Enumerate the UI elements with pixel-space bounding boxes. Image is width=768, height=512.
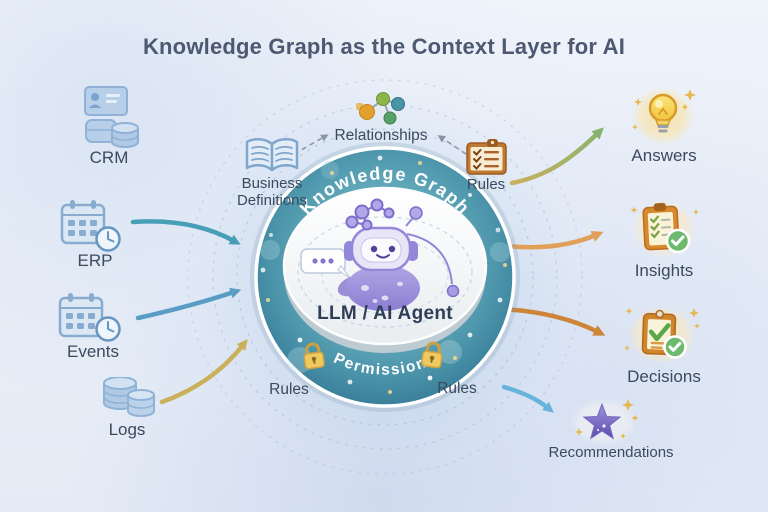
logs-icon	[103, 377, 155, 417]
lightbulb-icon	[632, 87, 696, 145]
source-label-logs: Logs	[108, 420, 146, 439]
padlock-left-icon	[303, 342, 325, 370]
arrow-logs-to-core	[159, 339, 248, 405]
core-center-label: LLM / AI Agent	[317, 303, 453, 324]
arrow-core-to-insights	[504, 230, 604, 250]
calendar-icon	[58, 293, 104, 338]
decisions-clipboard-icon	[624, 306, 700, 364]
arrow-core-to-decisions	[499, 306, 606, 336]
clock-icon	[95, 316, 121, 342]
arrow-events-to-core	[135, 287, 242, 321]
outcome-label-answers: Answers	[631, 146, 697, 165]
relationships-arrow-left	[293, 134, 329, 155]
rules-bottom-right-label: Rules	[437, 380, 477, 397]
outcome-label-recommendations: Recommendations	[548, 444, 674, 461]
arrow-core-to-answers	[509, 127, 604, 186]
robot-icon	[300, 198, 460, 311]
business-definitions-line1: Business	[241, 175, 303, 192]
sparkle-icon	[632, 89, 696, 130]
business-definitions-line2: Definitions	[236, 192, 308, 210]
erp-icon	[60, 200, 121, 252]
relationships-label: Relationships	[334, 127, 428, 144]
core-ring-shadow	[250, 142, 520, 412]
padlock-right-icon	[421, 341, 443, 369]
star-icon	[570, 398, 639, 446]
insights-clipboard-icon	[630, 200, 699, 258]
rules-clipboard-icon	[466, 139, 507, 175]
ring-sparkles	[260, 155, 510, 394]
crm-database-icon	[85, 119, 139, 148]
source-label-events: Events	[67, 342, 119, 361]
platform-orbit-lines	[297, 216, 473, 328]
arrow-erp-to-core	[130, 219, 241, 245]
relationships-arrow-right	[437, 135, 467, 155]
check-badge-icon	[663, 335, 687, 359]
node-crown-icon	[345, 198, 395, 231]
outcome-label-decisions: Decisions	[627, 367, 701, 386]
check-badge-icon	[665, 228, 691, 254]
clock-icon	[95, 226, 121, 252]
rules-bottom-left-label: Rules	[269, 381, 309, 398]
chat-bubble-icon	[300, 248, 351, 279]
database-stack-icon	[103, 377, 155, 417]
events-icon	[58, 293, 121, 342]
rules-top-label: Rules	[466, 176, 506, 193]
source-label-crm: CRM	[89, 148, 129, 167]
id-card-icon	[84, 86, 128, 116]
calendar-icon	[60, 200, 106, 245]
crm-icon	[84, 86, 139, 148]
open-book-icon	[245, 138, 299, 172]
arrow-core-to-recommendations	[501, 384, 554, 413]
business-definitions-label: Business Definitions	[222, 175, 322, 210]
outcome-label-insights: Insights	[634, 261, 694, 280]
page-title: Knowledge Graph as the Context Layer for…	[142, 34, 626, 59]
outbound-arrows	[499, 127, 606, 413]
source-label-erp: ERP	[77, 251, 113, 270]
inbound-arrows	[130, 219, 248, 405]
graph-nodes-icon	[356, 92, 405, 125]
